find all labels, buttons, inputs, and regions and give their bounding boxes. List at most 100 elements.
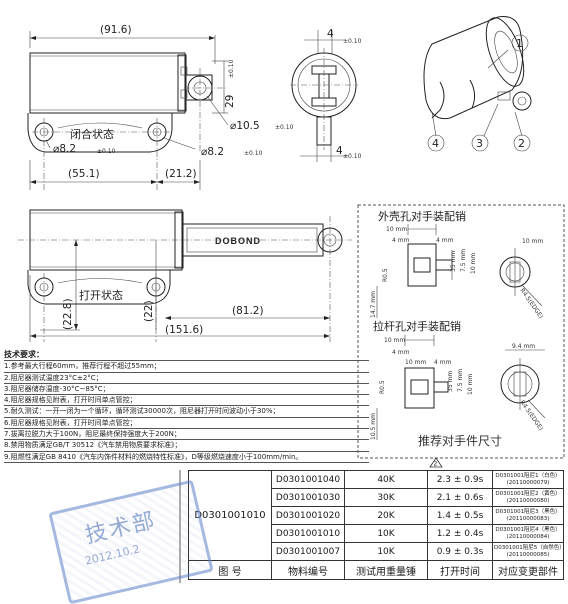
- svg-text:10 mm: 10 mm: [467, 374, 474, 395]
- svg-text:10 mm: 10 mm: [384, 337, 405, 344]
- svg-text:7.5 mm: 7.5 mm: [460, 249, 467, 272]
- svg-text:10 mm: 10 mm: [522, 238, 543, 245]
- open-time: 1.4 ± 0.5s: [427, 506, 493, 525]
- end-view: 4 ±0.10 4 ±0.10: [290, 28, 362, 162]
- table-header: 打开时间: [427, 560, 493, 580]
- svg-text:4 mm: 4 mm: [434, 359, 452, 366]
- top-view-closed: (91.6) 29 ±0.10 闭合状态 ⌀10.5 ±0.10: [27, 24, 294, 190]
- requirement-item: 5.耐久测试：一开一闭为一个循环，循环测试30000次，阻尼器打开时间波动小于3…: [4, 406, 369, 418]
- requirement-item: 2.阻尼器测试温度23°C±2°C；: [4, 373, 369, 384]
- part-number: D0301001020: [271, 506, 345, 525]
- svg-text:2: 2: [434, 461, 438, 468]
- svg-text:7.5 mm: 7.5 mm: [457, 369, 464, 392]
- dist-left-dim: (55.1): [68, 168, 100, 180]
- table-header: 物料编号: [271, 560, 345, 580]
- svg-text:10 mm: 10 mm: [470, 253, 477, 274]
- svg-text:R4.5(EDGE): R4.5(EDGE): [518, 287, 544, 320]
- recommend-footer: 推荐对手件尺寸: [418, 434, 502, 448]
- engineering-drawing: (91.6) 29 ±0.10 闭合状态 ⌀10.5 ±0.10: [18, 16, 565, 583]
- svg-text:4 mm: 4 mm: [436, 237, 454, 244]
- test-weight: 30K: [344, 488, 428, 507]
- svg-text:±0.10: ±0.10: [275, 124, 294, 131]
- part-number: D0301001040: [271, 470, 345, 489]
- requirement-item: 8.禁用物质满足GB/T 30512《汽车禁用物质要求标准》；: [4, 440, 369, 452]
- table-header: 对应变更部件: [492, 560, 564, 580]
- recommend-box: 外壳孔对手装配销 10 mm 4 mm 4 mm 10 mm R0.5 35 m…: [357, 204, 565, 459]
- mount-dia-right: ⌀8.2: [201, 146, 224, 158]
- svg-text:±0.10: ±0.10: [343, 153, 362, 160]
- test-weight: 10K: [344, 524, 428, 543]
- outer-pin-title: 外壳孔对手装配销: [378, 209, 466, 223]
- test-weight: 20K: [344, 506, 428, 525]
- svg-text:35 mm: 35 mm: [450, 251, 457, 272]
- open-dim-mid: (22): [143, 300, 155, 322]
- closed-state-label: 闭合状态: [70, 127, 114, 141]
- technical-requirements: 技术要求： 1.参考最大行程60mm，推荐行程不超过55mm； 2.阻尼器测试温…: [4, 350, 369, 463]
- overall-length-dim: (91.6): [100, 24, 132, 36]
- change-part: D0301001阻尼4（黑色）(20110000084): [492, 524, 564, 543]
- rod-hole-dia: ⌀10.5: [230, 120, 260, 132]
- requirement-item: 3.阻尼器储存温度-30°C~85°C；: [4, 384, 369, 396]
- table-row: D0301001010 10K 1.2 ± 0.4s D0301001阻尼4（黑…: [189, 524, 564, 543]
- part-number: D0301001030: [271, 488, 345, 507]
- change-part: D0301001阻尼3（黑色）(20110000083): [492, 506, 564, 525]
- iso-view: 1 2 3 4: [423, 16, 532, 152]
- svg-text:4 mm: 4 mm: [392, 237, 410, 244]
- iso-body: [423, 16, 524, 120]
- revision-mark: 2: [429, 457, 443, 468]
- svg-text:±0.10: ±0.10: [244, 150, 263, 157]
- requirement-item: 7.拔离拉脱力大于100N，阻尼最终保持强度大于200N；: [4, 429, 369, 441]
- brand-label: DOBOND: [215, 236, 261, 246]
- test-weight: 10K: [344, 542, 428, 561]
- part-number: D0301001007: [271, 542, 345, 561]
- callout-4: 4: [432, 137, 439, 150]
- svg-text:4 mm: 4 mm: [392, 349, 410, 356]
- svg-text:10 mm: 10 mm: [386, 226, 407, 233]
- svg-text:±0.10: ±0.10: [228, 59, 235, 78]
- svg-text:R0.5: R0.5: [382, 268, 389, 282]
- open-time: 2.1 ± 0.6s: [427, 488, 493, 507]
- svg-text:R0.5: R0.5: [379, 380, 386, 394]
- mount-dia-left: ⌀8.2: [53, 143, 76, 155]
- change-part: D0301001阻尼1（白色）(20110000079): [492, 470, 564, 489]
- open-time: 0.9 ± 0.3s: [427, 542, 493, 561]
- end-width-bottom: 4: [336, 145, 343, 157]
- requirements-title: 技术要求：: [4, 350, 369, 362]
- dist-right-dim: (21.2): [165, 168, 197, 180]
- table-header-row: 图 号 物料编号 测试用重量锤 打开时间 对应变更部件: [188, 560, 564, 580]
- svg-text:R4.5(EDGE): R4.5(EDGE): [518, 399, 544, 432]
- spec-table: D0301001010 D0301001040 40K 2.3 ± 0.9s D…: [188, 470, 564, 580]
- table-header: 测试用重量锤: [344, 560, 428, 580]
- open-rod-dim: (81.2): [232, 305, 264, 317]
- open-dim-left: (22.8): [62, 298, 74, 330]
- svg-text:14.7 mm: 14.7 mm: [370, 291, 377, 318]
- callout-1: 1: [516, 37, 523, 50]
- svg-text:10 mm: 10 mm: [405, 359, 426, 366]
- open-view: DOBOND 打开状态 (22.8) (22) (81.2) (151.6): [18, 209, 352, 342]
- requirement-item: 4.阻尼器规格见附表，打开时间单点管控；: [4, 395, 369, 407]
- svg-text:9.4 mm: 9.4 mm: [512, 343, 535, 350]
- height-dim: 29: [224, 95, 236, 108]
- callout-2: 2: [518, 137, 525, 150]
- svg-text:10.5 mm: 10.5 mm: [370, 413, 377, 440]
- change-part: D0301001阻尼2（黄色）(20110000080): [492, 488, 564, 507]
- damper-body: [29, 52, 186, 114]
- requirement-item: 6.阻尼器规格见附表，打开时间单点管控；: [4, 418, 369, 430]
- open-state-label: 打开状态: [79, 288, 123, 302]
- requirement-item: 1.参考最大行程60mm，推荐行程不超过55mm；: [4, 361, 369, 373]
- stamp-text: 技术部: [82, 508, 159, 549]
- callout-3: 3: [476, 137, 483, 150]
- open-time: 2.3 ± 0.9s: [427, 470, 493, 489]
- svg-text:35 mm: 35 mm: [447, 371, 454, 392]
- test-weight: 40K: [344, 470, 428, 489]
- table-row: D0301001010 D0301001040 40K 2.3 ± 0.9s D…: [188, 470, 564, 561]
- end-width-top: 4: [327, 28, 334, 40]
- svg-text:±0.10: ±0.10: [97, 148, 116, 155]
- open-total-dim: (151.6): [165, 324, 203, 336]
- change-part: D0301001阻尼5（自然色）(20110000085): [492, 542, 564, 561]
- open-time: 1.2 ± 0.4s: [427, 524, 493, 543]
- rod-pin-title: 拉杆孔对手装配销: [373, 319, 461, 333]
- requirement-item: 9.阻燃性满足GB 8410《汽车内饰件材料的燃烧特性标准》，D等级燃烧速度小于…: [4, 452, 369, 463]
- table-row: D0301001007 10K 0.9 ± 0.3s D0301001阻尼5（自…: [189, 542, 564, 561]
- svg-text:±0.10: ±0.10: [343, 38, 362, 45]
